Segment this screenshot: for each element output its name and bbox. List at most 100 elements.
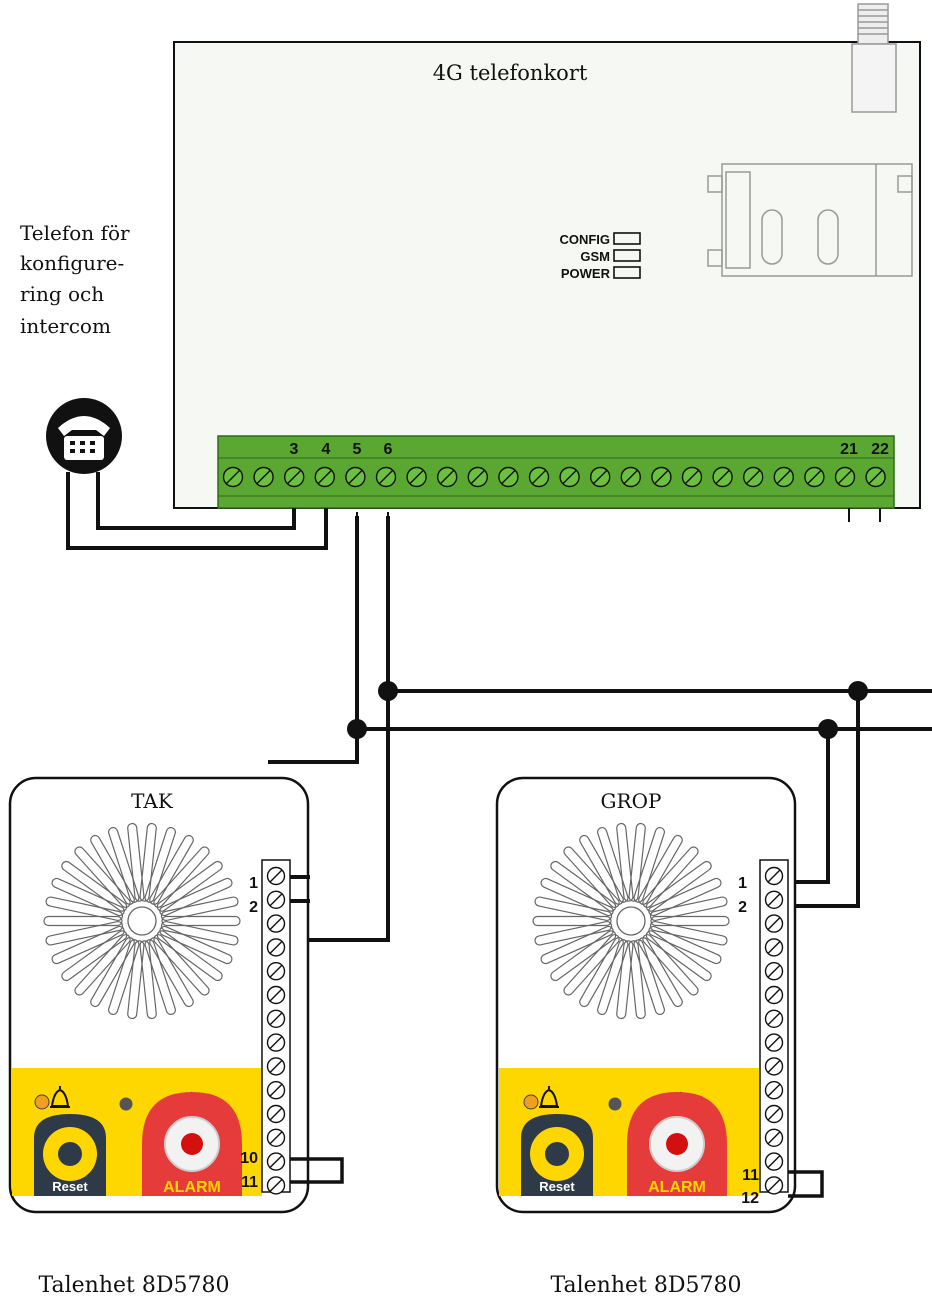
phone-label-line-2: konfigure-: [20, 251, 124, 275]
terminal-10: 10: [240, 1150, 258, 1167]
terminal-3: 3: [290, 441, 299, 458]
terminal-screw: [764, 1104, 784, 1124]
terminal-screw: [764, 1057, 784, 1076]
terminal-screw: [406, 466, 427, 488]
wire-terminal-5: [268, 516, 359, 764]
unit-name: TAK: [131, 789, 174, 813]
terminal-screw: [498, 466, 519, 488]
unit-caption: Talenhet 8D5780: [39, 1273, 230, 1298]
speaker-grille-icon: [532, 822, 730, 1020]
terminal-screw: [764, 890, 784, 909]
terminal-screw: [764, 985, 784, 1005]
terminal-screw: [804, 466, 825, 488]
terminal-4: 4: [322, 441, 331, 458]
bell-led: [523, 1094, 539, 1110]
terminal-screw: [764, 1176, 784, 1195]
led-label-gsm: GSM: [580, 249, 610, 264]
led-label-config: CONFIG: [559, 232, 610, 247]
terminal-screw: [865, 466, 886, 488]
terminal-screw: [345, 466, 366, 488]
reset-button[interactable]: Reset: [34, 1114, 106, 1196]
board-title: 4G telefonkort: [433, 61, 588, 85]
terminal-22: 22: [871, 441, 889, 458]
terminal-screw: [266, 938, 286, 957]
terminal-screw: [266, 1128, 286, 1147]
junction-dot: [818, 719, 838, 739]
terminal-screw: [764, 1033, 784, 1052]
junction-dot: [347, 719, 367, 739]
junction-dot: [848, 681, 868, 701]
speaker-grille-icon: [43, 822, 241, 1020]
jumper-wire: [788, 1170, 824, 1198]
status-led: [608, 1097, 622, 1111]
led-config: [613, 232, 641, 245]
alarm-button[interactable]: ALARM: [627, 1092, 727, 1196]
terminal-screw: [266, 985, 286, 1005]
terminal-12: 12: [741, 1190, 759, 1207]
terminal-1: 1: [249, 875, 258, 892]
terminal-screw: [266, 1033, 286, 1052]
alarm-label: ALARM: [648, 1179, 706, 1196]
bell-led: [34, 1094, 50, 1110]
terminal-screw: [266, 1176, 286, 1195]
phone-label-line-1: Telefon för: [20, 221, 130, 245]
status-led: [119, 1097, 133, 1111]
terminal-screw: [266, 1152, 286, 1171]
phone-label-line-3: ring och: [20, 282, 104, 306]
junction-dot: [378, 681, 398, 701]
terminal-5: 5: [353, 441, 362, 458]
terminal-screw: [681, 466, 703, 488]
terminal-screw: [590, 466, 611, 488]
unit-name: GROP: [601, 789, 662, 813]
wire-phone-4: [66, 472, 328, 550]
alarm-label: ALARM: [163, 1179, 221, 1196]
alarm-button[interactable]: ALARM: [142, 1092, 242, 1196]
led-power: [613, 266, 641, 279]
terminal-screw: [764, 1080, 784, 1100]
board-outline: [173, 41, 921, 509]
terminal-screw: [266, 1009, 286, 1029]
terminal-screw: [222, 466, 244, 488]
terminal-screw: [764, 938, 784, 957]
terminal-2: 2: [738, 899, 747, 916]
unit-caption: Talenhet 8D5780: [551, 1273, 742, 1298]
wire-grop-2: [788, 691, 860, 908]
unit-terminal-strip: 1 2 10 11: [240, 859, 291, 1195]
terminal-1: 1: [738, 875, 747, 892]
intercom-unit-tak: TAK Reset ALARM 1 2 10: [8, 776, 344, 1214]
terminal-screw: [266, 890, 286, 909]
status-leds: CONFIG GSM POWER: [559, 232, 641, 281]
sim-holder-icon: [707, 163, 913, 277]
terminal-screw: [266, 1104, 286, 1124]
terminal-screw: [743, 466, 764, 488]
antenna-icon: [851, 3, 897, 113]
terminal-screw: [528, 466, 550, 488]
terminal-screw: [314, 466, 335, 488]
terminal-screw: [651, 466, 672, 488]
terminal-screw: [266, 1080, 286, 1100]
terminal-11: 11: [742, 1167, 759, 1184]
terminal-screw: [712, 466, 733, 488]
terminal-6: 6: [384, 441, 393, 458]
telephone-icon: [46, 398, 122, 474]
terminal-screw: [284, 466, 305, 488]
intercom-unit-grop: GROP Reset ALARM 1 2 11: [495, 776, 824, 1214]
reset-button[interactable]: Reset: [521, 1114, 593, 1196]
terminal-screw: [834, 466, 856, 488]
phone: Telefon för konfigure- ring och intercom: [20, 221, 130, 474]
jumper-wire: [290, 1157, 344, 1184]
terminal-screw: [437, 466, 458, 488]
terminal-screw: [764, 1152, 784, 1171]
reset-label: Reset: [52, 1179, 88, 1194]
unit-terminal-strip: 1 2 11 12: [738, 859, 789, 1207]
terminal-screw: [764, 914, 784, 933]
board-terminal-block: 3 4 5 6 21 22: [217, 435, 895, 509]
terminal-screw: [764, 961, 784, 981]
terminal-screw: [375, 466, 397, 488]
led-gsm: [613, 249, 641, 262]
terminal-2: 2: [249, 899, 258, 916]
terminal-screw: [559, 466, 580, 488]
terminal-11: 11: [241, 1174, 258, 1191]
terminal-screw: [266, 914, 286, 933]
